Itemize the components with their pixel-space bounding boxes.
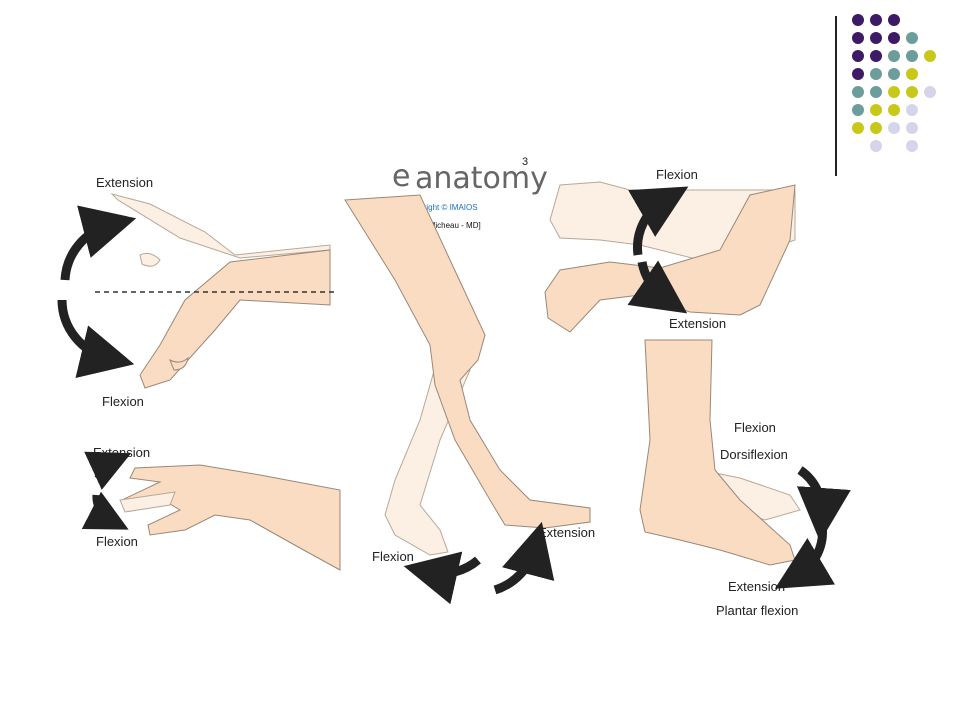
elbow-flexion-label: Flexion xyxy=(656,167,698,182)
decor-dot xyxy=(852,50,864,62)
ankle-flexion-label: Flexion xyxy=(734,420,776,435)
decor-dot xyxy=(870,140,882,152)
ankle-figure: Flexion Dorsiflexion Extension Plantar f… xyxy=(639,339,851,618)
finger-flexion-label: Flexion xyxy=(96,534,138,549)
decor-dot xyxy=(852,86,864,98)
decor-dot xyxy=(852,68,864,80)
decor-dot xyxy=(888,68,900,80)
decor-dot xyxy=(888,14,900,26)
decor-dot xyxy=(906,68,918,80)
ankle-plantar-flexion-label: Plantar flexion xyxy=(716,603,798,618)
logo-text: anatomy xyxy=(415,161,548,196)
decor-dot xyxy=(888,122,900,134)
decor-dot xyxy=(924,50,936,62)
decor-dot xyxy=(924,86,936,98)
decor-dot xyxy=(870,68,882,80)
knee-figure: Flexion Extension xyxy=(344,194,595,605)
decor-dot xyxy=(906,86,918,98)
knee-flexion-label: Flexion xyxy=(372,549,414,564)
ankle-extension-label: Extension xyxy=(728,579,785,594)
elbow-figure: Flexion Extension xyxy=(544,167,796,333)
divider-line xyxy=(835,16,837,176)
logo-mark: e xyxy=(392,159,410,194)
decor-dot xyxy=(870,14,882,26)
finger-figure: Extension Flexion xyxy=(81,445,341,571)
copyright-text: Copyright © IMAIOS xyxy=(405,203,478,212)
ankle-dorsiflexion-label: Dorsiflexion xyxy=(720,447,788,462)
knee-extension-label: Extension xyxy=(538,525,595,540)
decor-dot xyxy=(906,50,918,62)
decor-dot xyxy=(852,14,864,26)
decor-dot xyxy=(870,122,882,134)
decor-dot xyxy=(852,32,864,44)
decor-dot xyxy=(906,104,918,116)
decor-dot xyxy=(906,122,918,134)
decor-dot xyxy=(870,104,882,116)
decor-dot xyxy=(906,140,918,152)
wrist-extension-label: Extension xyxy=(96,175,153,190)
decor-dot xyxy=(888,86,900,98)
decor-dot xyxy=(852,104,864,116)
finger-extension-label: Extension xyxy=(93,445,150,460)
decor-dot xyxy=(870,32,882,44)
decor-dot xyxy=(870,86,882,98)
decor-dot xyxy=(870,50,882,62)
elbow-extension-label: Extension xyxy=(669,316,726,331)
wrist-figure: Extension Flexion xyxy=(57,175,335,409)
decorative-dot-grid xyxy=(852,14,936,154)
wrist-flexion-label: Flexion xyxy=(102,394,144,409)
decor-dot xyxy=(852,122,864,134)
decor-dot xyxy=(906,32,918,44)
decor-dot xyxy=(888,32,900,44)
decor-dot xyxy=(888,50,900,62)
logo-superscript: 3 xyxy=(522,156,528,168)
decor-dot xyxy=(888,104,900,116)
